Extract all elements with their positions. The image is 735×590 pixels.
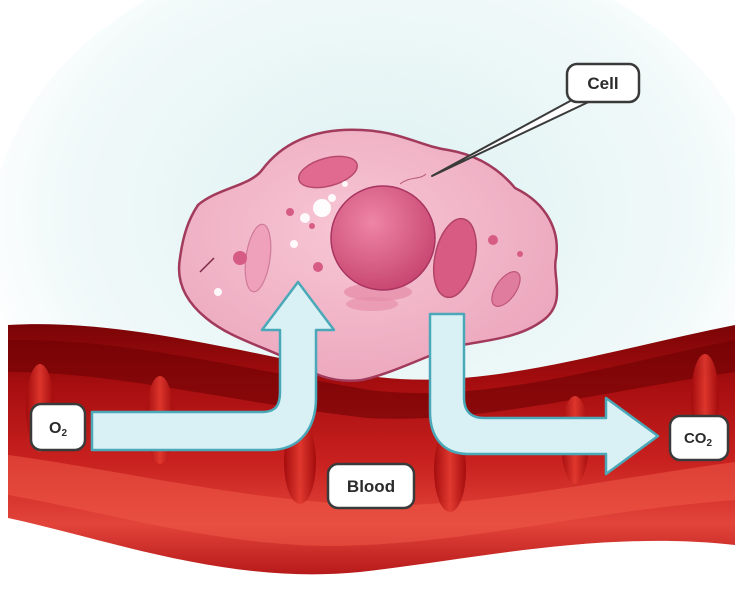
- vesicle: [488, 235, 498, 245]
- blood-callout: Blood: [328, 464, 414, 508]
- nucleus: [331, 186, 435, 290]
- white-granule: [342, 181, 348, 187]
- vesicle: [286, 208, 294, 216]
- golgi: [346, 297, 398, 311]
- cell-label: Cell: [587, 74, 618, 93]
- o2-callout: O2: [31, 404, 85, 450]
- co2-label-base: CO: [684, 430, 707, 447]
- vesicle: [233, 251, 247, 265]
- white-granule: [313, 199, 331, 217]
- vesicle: [309, 223, 315, 229]
- white-granule: [328, 194, 336, 202]
- blood-label: Blood: [347, 477, 395, 496]
- white-granule: [214, 288, 222, 296]
- white-granule: [290, 240, 298, 248]
- o2-label-subscript: 2: [61, 428, 67, 439]
- white-granule: [300, 213, 310, 223]
- vesicle: [517, 251, 523, 257]
- co2-label-subscript: 2: [706, 438, 712, 449]
- o2-label-base: O: [49, 420, 61, 437]
- vesicle: [313, 262, 323, 272]
- co2-callout: CO2: [670, 416, 728, 460]
